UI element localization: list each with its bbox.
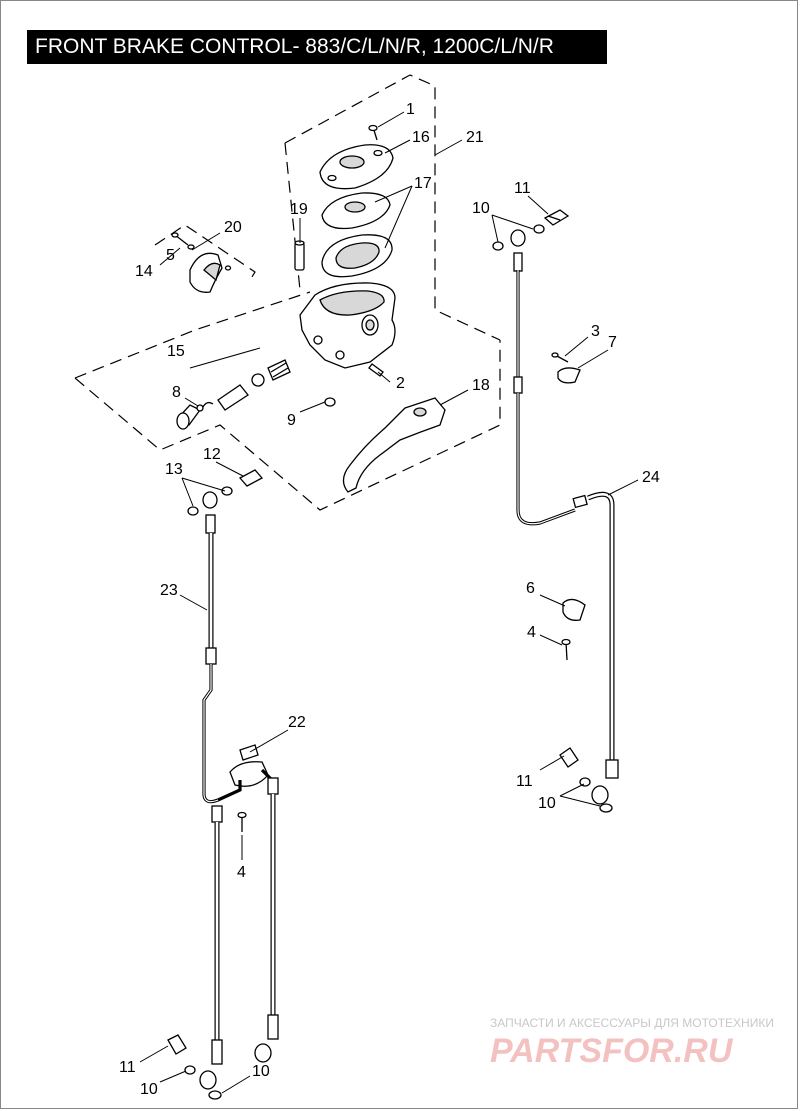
- callout-12: 12: [203, 446, 221, 463]
- clip-7: [557, 367, 581, 384]
- watermark-logo: PARTSFOR.RU: [490, 1032, 734, 1070]
- reservoir-cover-16: [319, 144, 394, 190]
- banjo-bolt-11-left: [167, 1034, 187, 1055]
- lower-brake-line-right: [254, 777, 279, 1063]
- callout-7: 7: [608, 334, 617, 351]
- screw-1: [368, 124, 378, 141]
- brake-hose-23: [202, 491, 219, 804]
- callout-10-right: 10: [538, 795, 556, 812]
- callout-11-top: 11: [514, 180, 531, 197]
- washer-10-left: [184, 1065, 222, 1100]
- callout-11-left: 11: [119, 1059, 136, 1076]
- callout-11-right: 11: [516, 773, 533, 790]
- callout-23: 23: [160, 582, 178, 599]
- callout-13: 13: [165, 461, 183, 478]
- clamp-14: [189, 252, 232, 293]
- callout-14: 14: [135, 263, 153, 280]
- callout-5: 5: [166, 247, 175, 264]
- callout-1: 1: [406, 101, 415, 118]
- assembly-outline-15: [74, 291, 501, 511]
- callout-9: 9: [287, 412, 296, 429]
- gasket-17: [321, 192, 391, 230]
- washer-10-top: [492, 224, 545, 251]
- callout-20: 20: [224, 219, 242, 236]
- brake-lever-18: [342, 397, 446, 493]
- leader-lines: [139, 111, 639, 1094]
- washer-10-right: [579, 777, 613, 813]
- banjo-bolt-11-right: [559, 747, 579, 768]
- pin-8: [196, 404, 204, 412]
- washer-9: [324, 397, 336, 407]
- callout-18: 18: [472, 377, 490, 394]
- callout-21: 21: [466, 129, 484, 146]
- bracket-22: [217, 744, 274, 802]
- piston-assembly-15: [176, 359, 291, 430]
- clip-6: [562, 598, 586, 621]
- callout-24: 24: [642, 469, 660, 486]
- brake-line-24: [513, 270, 619, 805]
- pin-19: [294, 240, 305, 271]
- screw-5: [171, 232, 195, 250]
- watermark-tagline: ЗАПЧАСТИ И АКСЕССУАРЫ ДЛЯ МОТОТЕХНИКИ: [490, 1016, 774, 1030]
- lower-brake-line-left: [199, 805, 223, 1090]
- callout-6: 6: [526, 580, 535, 597]
- callout-4-left: 4: [237, 864, 246, 881]
- callout-10-top: 10: [472, 200, 490, 217]
- callout-10-left: 10: [140, 1081, 158, 1098]
- callout-19: 19: [290, 201, 308, 218]
- callout-4-right: 4: [527, 624, 536, 641]
- master-cylinder-body: [299, 282, 396, 369]
- screw-3: [551, 352, 569, 363]
- callout-8: 8: [172, 384, 181, 401]
- callout-15: 15: [167, 343, 185, 360]
- diagram-title: FRONT BRAKE CONTROL- 883/C/L/N/R, 1200C/…: [27, 30, 607, 64]
- screw-4-left: [237, 811, 247, 832]
- banjo-bolt-12: [238, 469, 264, 487]
- assembly-outline-20: [154, 224, 256, 281]
- banjo-fitting-top: [510, 229, 526, 272]
- callout-16: 16: [412, 129, 430, 146]
- screw-4-right: [561, 638, 571, 661]
- callout-2: 2: [396, 375, 405, 392]
- callout-3: 3: [591, 323, 600, 340]
- banjo-bolt-11-top: [543, 209, 570, 226]
- diaphragm-17: [321, 234, 393, 278]
- washer-13: [187, 486, 233, 516]
- callout-17: 17: [414, 175, 432, 192]
- callout-22: 22: [288, 714, 306, 731]
- callout-10-lower: 10: [252, 1063, 270, 1080]
